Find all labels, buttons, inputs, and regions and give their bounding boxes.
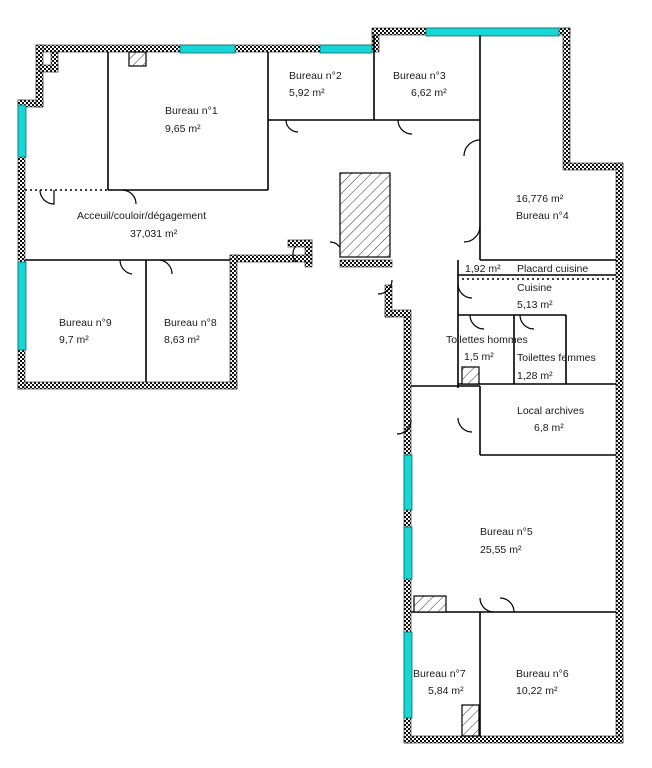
window-north-1 [179,44,236,54]
area-bureau2: 5,92 m² [289,87,325,99]
area-cuisine: 5,13 m² [517,299,553,311]
shaft-bureau7 [461,704,480,737]
shaft-wc [461,366,480,385]
label-placard: Placard cuisine [517,263,588,275]
label-cuisine: Cuisine [517,282,552,294]
label-bureau7: Bureau n°7 [413,668,466,680]
room-labels: Bureau n°1 9,65 m² Bureau n°2 5,92 m² Bu… [59,70,596,697]
area-bureau4: 16,776 m² [516,193,564,205]
label-bureau9: Bureau n°9 [59,317,112,329]
shafts [128,51,480,737]
window-south-2 [403,526,413,580]
area-bureau6: 10,22 m² [516,685,558,697]
label-wc-hommes: Toilettes hommes [446,334,528,346]
area-bureau7: 5,84 m² [428,685,464,697]
area-bureau8: 8,63 m² [164,334,200,346]
area-wc-hommes: 1,5 m² [464,351,494,363]
label-accueil: Acceuil/couloir/dégagement [77,210,206,222]
window-west-2 [17,261,27,351]
label-bureau5: Bureau n°5 [480,526,533,538]
shaft-bureau5 [413,595,447,613]
area-bureau3: 6,62 m² [411,87,447,99]
window-south-1 [403,454,413,511]
window-west-1 [17,104,27,158]
interior-walls [25,35,616,736]
shaft-top-left [128,51,147,67]
window-south-3 [403,631,413,719]
shaft-stair [339,172,391,258]
label-wc-femmes: Toilettes femmes [517,352,596,364]
windows [17,27,560,719]
label-bureau2: Bureau n°2 [289,70,342,82]
area-wc-femmes: 1,28 m² [517,370,553,382]
area-placard: 1,92 m² [465,263,501,275]
window-north-3 [425,27,560,37]
label-bureau1: Bureau n°1 [165,105,218,117]
area-bureau1: 9,65 m² [165,123,201,135]
window-north-2 [319,44,373,54]
label-bureau3: Bureau n°3 [393,70,446,82]
doors [39,119,535,613]
label-bureau6: Bureau n°6 [516,668,569,680]
label-archives: Local archives [517,405,584,417]
area-accueil: 37,031 m² [130,228,178,240]
area-bureau5: 25,55 m² [480,544,522,556]
area-bureau9: 9,7 m² [59,334,89,346]
area-archives: 6,8 m² [534,422,564,434]
label-bureau8: Bureau n°8 [164,317,217,329]
label-bureau4: Bureau n°4 [516,210,569,222]
